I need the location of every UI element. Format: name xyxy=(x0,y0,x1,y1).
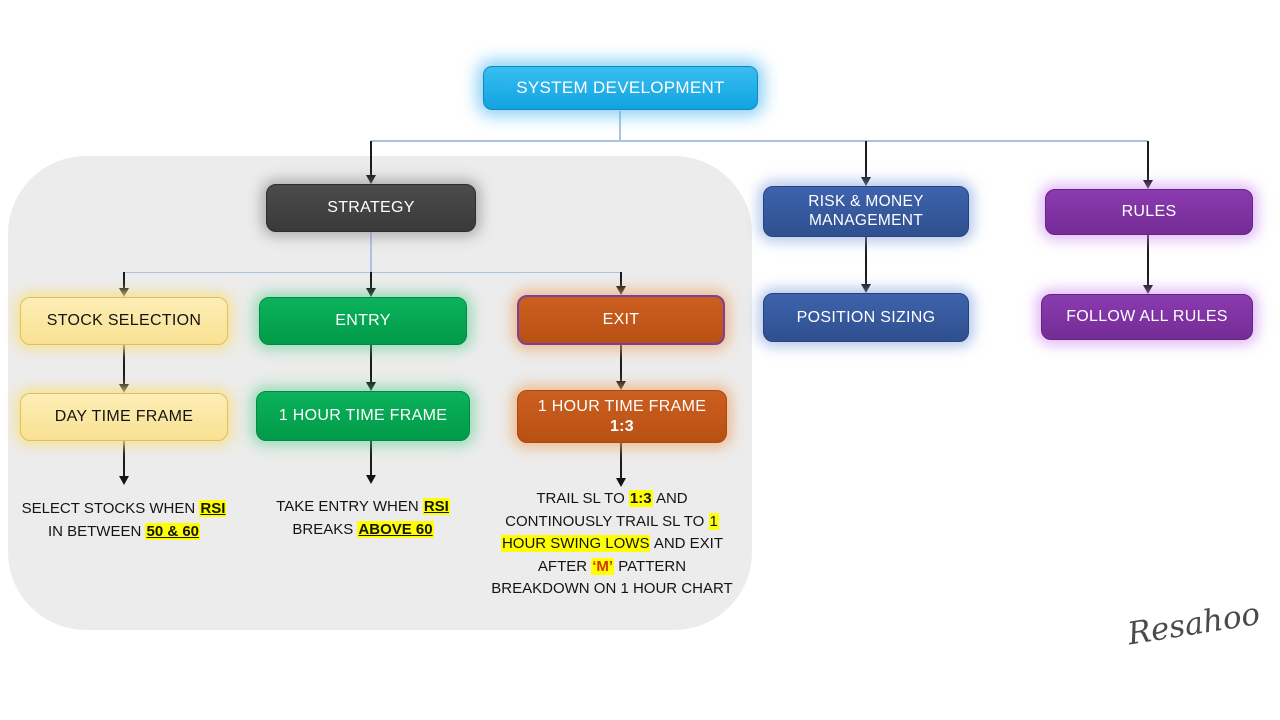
node-hour-time-frame-exit-ratio: 1:3 xyxy=(609,417,635,435)
node-entry: ENTRY xyxy=(259,297,467,345)
node-risk-money-management: RISK & MONEY MANAGEMENT xyxy=(763,186,969,237)
arrowhead-position-sizing xyxy=(860,284,871,293)
arrowhead-rules xyxy=(1142,180,1153,189)
connector-to-stock-note xyxy=(123,441,125,476)
node-exit: EXIT xyxy=(517,295,725,345)
node-day-time-frame: DAY TIME FRAME xyxy=(20,393,228,441)
connector-strategy-drop xyxy=(370,232,372,272)
connector-to-strategy xyxy=(370,141,372,175)
arrowhead-stock-note xyxy=(118,476,129,485)
connector-to-risk-money xyxy=(865,141,867,177)
node-stock-selection-label: STOCK SELECTION xyxy=(46,312,202,330)
connector-to-stock-selection xyxy=(123,272,125,288)
node-exit-label: EXIT xyxy=(602,311,640,329)
connector-to-rules xyxy=(1147,141,1149,180)
node-risk-money-label: RISK & MONEY MANAGEMENT xyxy=(808,192,924,229)
connector-to-follow-all-rules xyxy=(1147,235,1149,285)
connector-to-hour-tf-entry xyxy=(370,345,372,382)
node-hour-time-frame-exit-label: 1 HOUR TIME FRAME xyxy=(537,397,707,415)
node-entry-label: ENTRY xyxy=(335,312,391,330)
arrowhead-follow-all-rules xyxy=(1142,285,1153,294)
connector-to-hour-tf-exit xyxy=(620,345,622,381)
connector-to-exit-note xyxy=(620,443,622,478)
arrowhead-hour-tf-exit xyxy=(615,381,626,390)
arrowhead-entry-note xyxy=(365,475,376,484)
node-day-time-frame-label: DAY TIME FRAME xyxy=(54,408,194,426)
node-stock-selection: STOCK SELECTION xyxy=(20,297,228,345)
arrowhead-strategy xyxy=(365,175,376,184)
node-system-development: SYSTEM DEVELOPMENT xyxy=(483,66,758,110)
arrowhead-day-time-frame xyxy=(118,384,129,393)
connector-strategy-span xyxy=(124,271,621,273)
connector-to-entry-note xyxy=(370,441,372,475)
arrowhead-entry xyxy=(365,288,376,297)
node-follow-all-rules-label: FOLLOW ALL RULES xyxy=(1066,308,1228,326)
connector-to-entry xyxy=(370,272,372,288)
node-hour-time-frame-entry-label: 1 HOUR TIME FRAME xyxy=(278,407,448,425)
node-rules: RULES xyxy=(1045,189,1253,235)
arrowhead-exit xyxy=(615,286,626,295)
connector-to-day-time-frame xyxy=(123,345,125,384)
arrowhead-hour-tf-entry xyxy=(365,382,376,391)
node-position-sizing: POSITION SIZING xyxy=(763,293,969,342)
connector-to-position-sizing xyxy=(865,237,867,284)
node-hour-time-frame-exit: 1 HOUR TIME FRAME 1:3 xyxy=(517,390,727,443)
arrowhead-stock-selection xyxy=(118,288,129,297)
arrowhead-exit-note xyxy=(615,478,626,487)
connector-root-drop xyxy=(619,111,621,141)
node-hour-time-frame-entry: 1 HOUR TIME FRAME xyxy=(256,391,470,441)
node-strategy-label: STRATEGY xyxy=(327,199,415,217)
node-follow-all-rules: FOLLOW ALL RULES xyxy=(1041,294,1253,340)
signature: Resahoo xyxy=(1125,595,1263,653)
node-strategy: STRATEGY xyxy=(266,184,476,232)
node-system-development-label: SYSTEM DEVELOPMENT xyxy=(516,77,725,97)
arrowhead-risk-money xyxy=(860,177,871,186)
connector-root-span xyxy=(371,140,1148,142)
connector-to-exit xyxy=(620,272,622,286)
node-position-sizing-label: POSITION SIZING xyxy=(796,308,936,326)
node-rules-label: RULES xyxy=(1121,203,1177,221)
